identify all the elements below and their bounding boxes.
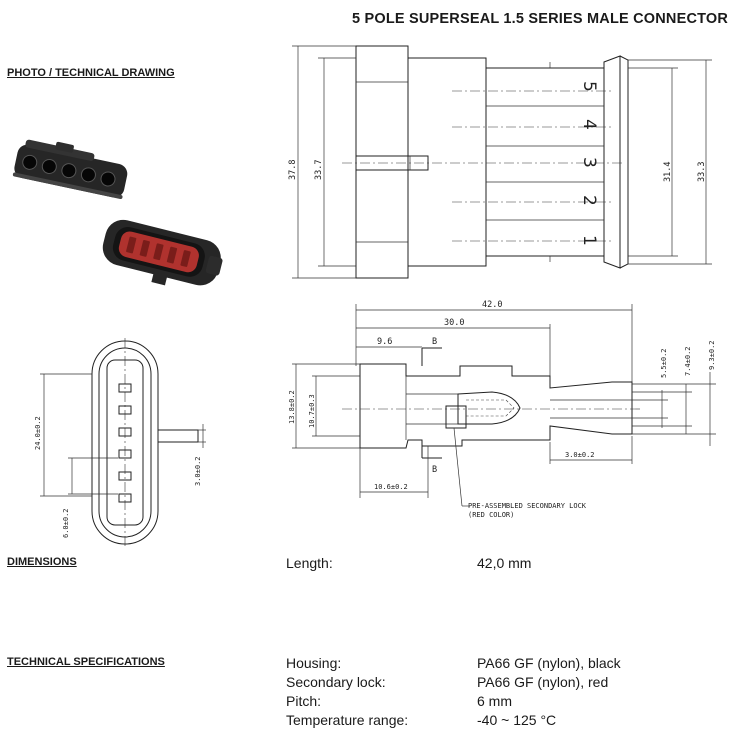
front-view-lock-tab [157, 429, 199, 443]
spec-value-secondary-lock: PA66 GF (nylon), red [477, 674, 609, 690]
top-view-drawing: 5 4 3 2 1 37.8 33.7 31.4 33.3 [288, 45, 712, 279]
dim-front-6: 6.0±0.2 [62, 508, 70, 538]
secondary-lock-note-line1: PRE-ASSEMBLED SECONDARY LOCK [468, 502, 587, 510]
side-section-drawing: 42.0 30.0 9.6 B B 13.8±0.2 10.7±0.3 10.6… [288, 300, 716, 519]
pin-number-3: 3 [579, 157, 599, 168]
section-heading-technical: TECHNICAL SPECIFICATIONS [7, 656, 165, 668]
side-housing-outline [359, 363, 633, 449]
front-view-drawing: 24.0±0.2 6.0±0.2 3.0±0.2 [34, 338, 206, 548]
side-terminal [457, 391, 521, 425]
dim-side-10-7: 10.7±0.3 [308, 394, 316, 428]
connector-photo-rear [12, 139, 128, 199]
dim-side-5-5: 5.5±0.2 [660, 348, 668, 378]
length-value: 42,0 mm [477, 555, 532, 571]
dim-top-33-3: 33.3 [697, 162, 707, 182]
pin-number-4: 4 [579, 119, 599, 130]
length-label: Length: [286, 555, 333, 571]
connector-photo-front [102, 219, 223, 286]
dim-top-37-8: 37.8 [288, 160, 298, 180]
pin-number-1: 1 [579, 235, 599, 246]
dim-side-3: 3.0±0.2 [565, 451, 595, 459]
section-mark-b-bottom: B [432, 465, 437, 475]
front-view-terminals [118, 383, 132, 503]
dim-side-30: 30.0 [444, 318, 464, 328]
spec-value-housing: PA66 GF (nylon), black [477, 655, 621, 671]
spec-label-housing: Housing: [286, 655, 342, 671]
dim-front-24: 24.0±0.2 [34, 416, 42, 450]
section-heading-photo: PHOTO / TECHNICAL DRAWING [7, 67, 175, 79]
spec-label-pitch: Pitch: [286, 693, 322, 709]
top-view-body [407, 57, 487, 267]
section-mark-b-top: B [432, 337, 437, 347]
dim-top-31-4: 31.4 [663, 162, 673, 182]
section-heading-dimensions: DIMENSIONS [7, 556, 77, 568]
spec-label-secondary-lock: Secondary lock: [286, 674, 386, 690]
secondary-lock-note-line2: (RED COLOR) [468, 511, 514, 519]
spec-value-temperature: -40 ~ 125 °C [477, 712, 557, 728]
dim-side-9-6: 9.6 [377, 337, 392, 347]
top-view-rear-flange [355, 45, 409, 279]
pin-number-5: 5 [579, 81, 599, 92]
spec-value-pitch: 6 mm [477, 693, 512, 709]
dim-side-10-6: 10.6±0.2 [374, 483, 408, 491]
page-title: 5 POLE SUPERSEAL 1.5 SERIES MALE CONNECT… [352, 11, 729, 27]
pin-number-2: 2 [579, 195, 599, 206]
spec-label-temperature: Temperature range: [286, 712, 409, 728]
dim-side-13-8: 13.8±0.2 [288, 390, 296, 424]
dim-side-7-4: 7.4±0.2 [684, 346, 692, 376]
dim-front-3: 3.0±0.2 [194, 456, 202, 486]
dim-side-9-3: 9.3±0.2 [708, 340, 716, 370]
dim-top-33-7: 33.7 [314, 160, 324, 180]
side-secondary-lock [445, 405, 467, 429]
dim-side-42: 42.0 [482, 300, 502, 310]
